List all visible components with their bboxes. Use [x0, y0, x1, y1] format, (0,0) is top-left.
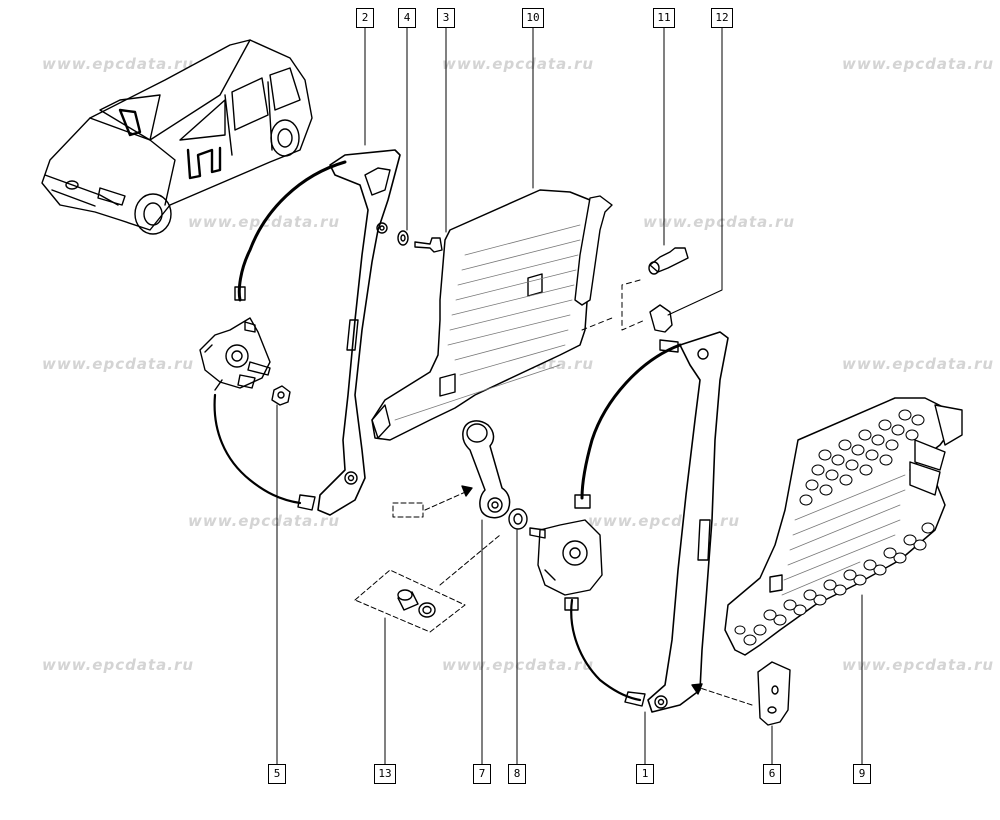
watermark: www.epcdata.ru — [842, 55, 995, 73]
watermark: www.epcdata.ru — [442, 55, 595, 73]
watermark: www.epcdata.ru — [42, 55, 195, 73]
watermark: www.epcdata.ru — [842, 355, 995, 373]
callout-6: 6 — [763, 764, 781, 784]
window-crank-part-7 — [462, 420, 511, 519]
callout-3: 3 — [437, 8, 455, 28]
watermark: www.epcdata.ru — [188, 512, 341, 530]
plug-kit-part-13 — [354, 534, 501, 633]
watermark: www.epcdata.ru — [42, 656, 195, 674]
watermark: www.epcdata.ru — [442, 656, 595, 674]
clip-part-12 — [649, 304, 673, 333]
callout-11: 11 — [653, 8, 675, 28]
trim-panel-part-9 — [724, 397, 963, 656]
bezel-part-8 — [508, 508, 528, 530]
nut-part-5 — [271, 385, 291, 406]
watermark: www.epcdata.ru — [42, 355, 195, 373]
callout-12: 12 — [711, 8, 733, 28]
callout-4: 4 — [398, 8, 416, 28]
leader-lines — [276, 25, 863, 765]
callout-1: 1 — [636, 764, 654, 784]
screw-part-3 — [414, 237, 443, 253]
window-regulator-left — [199, 149, 401, 516]
callout-5: 5 — [268, 764, 286, 784]
callout-9: 9 — [853, 764, 871, 784]
car-illustration — [41, 39, 313, 235]
callout-8: 8 — [508, 764, 526, 784]
clip-part-6 — [757, 661, 791, 726]
callout-7: 7 — [473, 764, 491, 784]
washer-part-4 — [397, 230, 409, 246]
stud-part-11 — [648, 247, 689, 275]
trim-panel-part-10 — [371, 189, 613, 441]
callout-13: 13 — [374, 764, 396, 784]
window-regulator-right — [529, 331, 729, 713]
callout-2: 2 — [356, 8, 374, 28]
callout-10: 10 — [522, 8, 544, 28]
watermark: www.epcdata.ru — [643, 213, 796, 231]
watermark: www.epcdata.ru — [842, 656, 995, 674]
